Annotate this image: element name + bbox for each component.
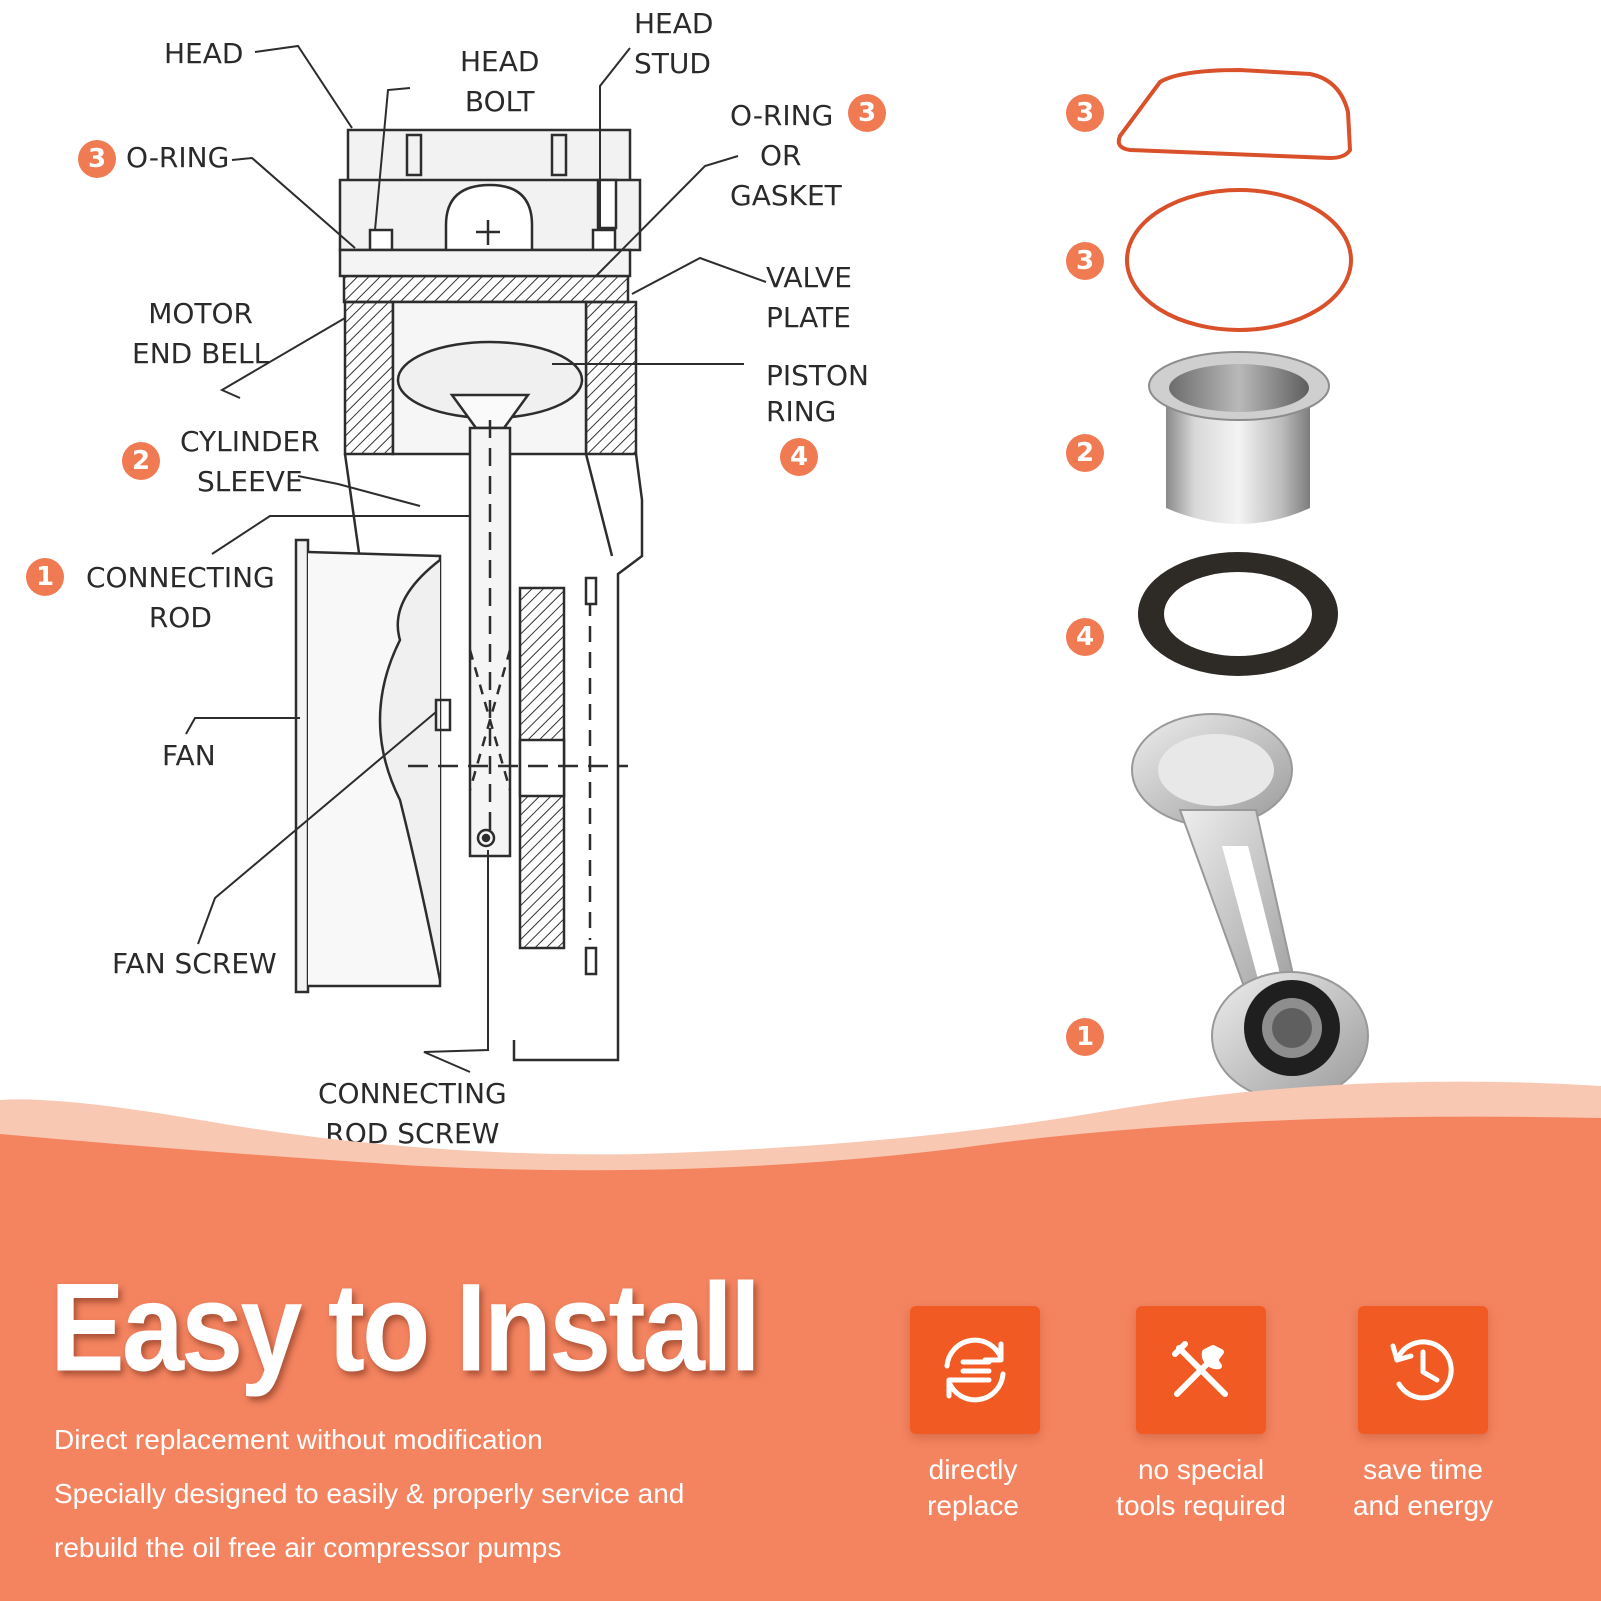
label-head-stud: HEAD STUD bbox=[634, 4, 713, 84]
label-piston-ring: PISTON RING bbox=[766, 358, 869, 430]
label-line: CONNECTING bbox=[318, 1077, 507, 1110]
label-head: HEAD bbox=[164, 37, 244, 70]
label-motor-end-bell: MOTOR END BELL bbox=[132, 294, 269, 374]
label-fan: FAN bbox=[162, 739, 216, 772]
part-badge: 4 bbox=[1066, 618, 1104, 656]
label-oring-left: O-RING bbox=[126, 141, 230, 174]
caption-line: tools required bbox=[1116, 1490, 1286, 1521]
caption-line: replace bbox=[927, 1490, 1019, 1521]
feature-caption: directly replace bbox=[868, 1452, 1078, 1524]
part-badge: 1 bbox=[1066, 1018, 1104, 1056]
label-line: HEAD bbox=[460, 45, 540, 78]
caption-line: no special bbox=[1137, 1454, 1265, 1485]
headline: Easy to Install bbox=[50, 1257, 761, 1398]
label-connecting-rod: CONNECTING ROD bbox=[86, 558, 275, 638]
feature-caption: save time and energy bbox=[1318, 1452, 1528, 1524]
label-line: CYLINDER bbox=[180, 425, 320, 458]
label-line: PLATE bbox=[766, 301, 851, 334]
description-line: rebuild the oil free air compressor pump… bbox=[54, 1532, 562, 1563]
label-line: MOTOR bbox=[148, 297, 253, 330]
caption-line: directly bbox=[928, 1454, 1018, 1485]
description-line: Direct replacement without modification bbox=[54, 1424, 543, 1455]
label-line: O-RING bbox=[730, 99, 834, 132]
part-badge: 3 bbox=[1066, 94, 1104, 132]
label-line: ROD bbox=[148, 601, 212, 634]
label-line: BOLT bbox=[464, 85, 535, 118]
badge-oring-gasket: 3 bbox=[848, 94, 886, 132]
label-line: HEAD bbox=[634, 7, 714, 40]
label-line: GASKET bbox=[730, 179, 842, 212]
badge-oring-left: 3 bbox=[78, 140, 116, 178]
caption-line: save time bbox=[1363, 1454, 1483, 1485]
label-line: SLEEVE bbox=[197, 465, 303, 498]
description-line: Specially designed to easily & properly … bbox=[54, 1478, 685, 1509]
replace-arrows-icon bbox=[944, 1337, 1006, 1403]
label-cylinder-sleeve: CYLINDER SLEEVE bbox=[180, 422, 320, 502]
cylinder-sleeve-part bbox=[1148, 351, 1330, 524]
feature-caption: no special tools required bbox=[1096, 1452, 1306, 1524]
piston-ring-part bbox=[1138, 552, 1338, 676]
label-line: CONNECTING bbox=[86, 561, 275, 594]
badge-piston-ring: 4 bbox=[780, 438, 818, 476]
part-badge: 3 bbox=[1066, 242, 1104, 280]
label-oring-gasket: O-RING OR GASKET bbox=[730, 96, 842, 216]
oring-round bbox=[1125, 188, 1353, 332]
feature-no-special-tools bbox=[1136, 1306, 1266, 1434]
clock-icon bbox=[1390, 1339, 1454, 1401]
badge-connecting-rod: 1 bbox=[26, 558, 64, 596]
tools-icon bbox=[1172, 1341, 1228, 1397]
label-line: STUD bbox=[634, 47, 711, 80]
part-badge: 2 bbox=[1066, 434, 1104, 472]
label-line: PISTON bbox=[766, 359, 870, 392]
caption-line: and energy bbox=[1352, 1490, 1494, 1521]
label-valve-plate: VALVE PLATE bbox=[766, 258, 852, 338]
label-line: RING bbox=[766, 395, 837, 428]
label-line: VALVE bbox=[766, 261, 852, 294]
label-head-bolt: HEAD BOLT bbox=[460, 42, 539, 122]
feature-directly-replace bbox=[910, 1306, 1040, 1434]
oring-d-shaped bbox=[1116, 67, 1353, 161]
feature-save-time bbox=[1358, 1306, 1488, 1434]
label-fan-screw: FAN SCREW bbox=[112, 947, 277, 980]
label-line: OR bbox=[760, 139, 802, 172]
label-line: END BELL bbox=[132, 337, 270, 370]
badge-cylinder-sleeve: 2 bbox=[122, 442, 160, 480]
